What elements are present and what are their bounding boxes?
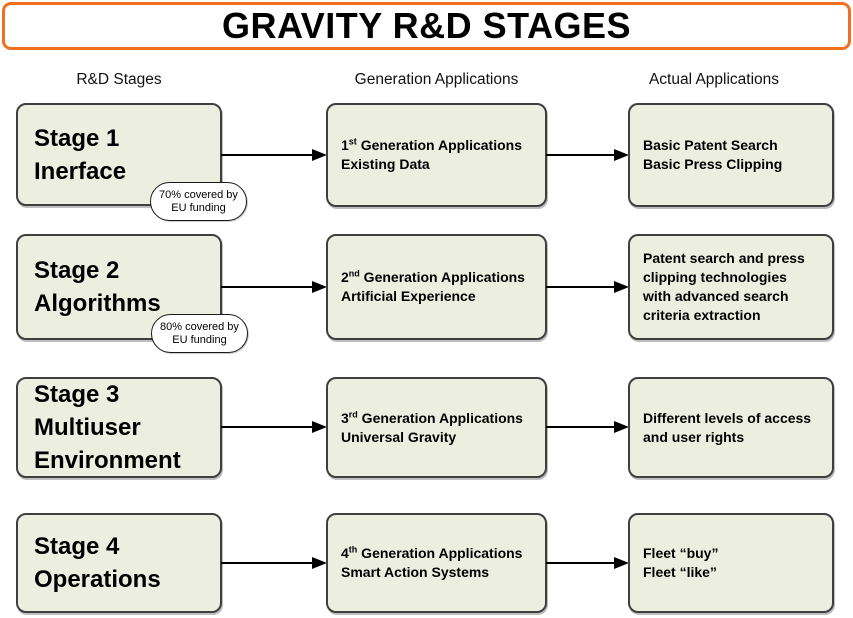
column-header-actual-applications: Actual Applications — [648, 71, 780, 88]
actual-box-1-text: Basic Patent Search Basic Press Clipping — [643, 137, 783, 172]
generation-label: Generation Applications — [356, 137, 522, 153]
arrow-head-icon — [614, 421, 629, 433]
generation-label: Generation Applications — [357, 409, 523, 426]
arrow-shaft — [546, 154, 619, 156]
arrow-head-icon — [614, 281, 629, 293]
generation-box-4: 4th Generation Applications Smart Action… — [326, 513, 547, 613]
ordinal-suffix: rd — [348, 408, 358, 419]
generation-box-1: 1st Generation Applications Existing Dat… — [326, 103, 547, 207]
arrow-head-icon — [312, 149, 327, 161]
ordinal-suffix: th — [348, 544, 358, 555]
funding-badge-stage2: 80% covered by EU funding — [151, 314, 248, 353]
stage-box-4: Stage 4 Operations — [16, 513, 222, 613]
generation-box-3-line2: Universal Gravity — [341, 428, 457, 445]
arrow-stage1-to-generation1 — [221, 149, 327, 161]
arrow-head-icon — [312, 421, 327, 433]
arrow-generation3-to-actual3 — [546, 421, 629, 433]
actual-box-1: Basic Patent Search Basic Press Clipping — [628, 103, 834, 207]
generation-box-1-line1: 1st Generation Applications — [341, 136, 541, 155]
arrow-stage4-to-generation4 — [221, 557, 327, 569]
arrow-shaft — [546, 562, 619, 564]
arrow-shaft — [221, 286, 317, 288]
arrow-generation4-to-actual4 — [546, 557, 629, 569]
arrow-generation2-to-actual2 — [546, 281, 629, 293]
diagram-title: GRAVITY R&D STAGES — [221, 5, 632, 46]
generation-box-3-line1: 3rd Generation Applications — [341, 409, 541, 428]
arrow-stage3-to-generation3 — [221, 421, 327, 433]
actual-box-4-text: Fleet “buy” Fleet “like” — [643, 545, 719, 580]
funding-badge-stage1: 70% covered by EU funding — [150, 182, 247, 221]
ordinal-suffix: st — [348, 136, 357, 147]
column-header-generation-applications: Generation Applications — [354, 71, 519, 88]
actual-box-2-text: Patent search and press clipping technol… — [643, 250, 805, 323]
generation-box-4-line2: Smart Action Systems — [341, 564, 490, 580]
ordinal-number: 1 — [341, 137, 349, 153]
diagram-title-bar: GRAVITY R&D STAGES — [2, 2, 851, 50]
ordinal-number: 3 — [341, 409, 349, 426]
arrow-shaft — [221, 154, 317, 156]
arrow-stage2-to-generation2 — [221, 281, 327, 293]
generation-box-4-line1: 4th Generation Applications — [341, 544, 541, 563]
arrow-head-icon — [614, 149, 629, 161]
stage-box-1: Stage 1 Inerface — [16, 103, 222, 206]
stage-box-3: Stage 3 Multiuser Environment — [16, 377, 222, 478]
arrow-generation1-to-actual1 — [546, 149, 629, 161]
column-header-rd-stages: R&D Stages — [76, 71, 162, 88]
actual-box-2: Patent search and press clipping technol… — [628, 234, 834, 340]
arrow-shaft — [221, 426, 317, 428]
generation-label: Generation Applications — [357, 545, 523, 561]
generation-box-2-line1: 2nd Generation Applications — [341, 268, 541, 287]
ordinal-number: 2 — [341, 269, 349, 285]
arrow-shaft — [221, 562, 317, 564]
actual-box-3-text: Different levels of access and user righ… — [643, 409, 812, 445]
arrow-head-icon — [614, 557, 629, 569]
generation-label: Generation Applications — [359, 269, 525, 285]
generation-box-2-line2: Artificial Experience — [341, 288, 476, 304]
actual-box-4: Fleet “buy” Fleet “like” — [628, 513, 834, 613]
arrow-shaft — [546, 426, 619, 428]
generation-box-2: 2nd Generation Applications Artificial E… — [326, 234, 547, 340]
arrow-shaft — [546, 286, 619, 288]
generation-box-3: 3rd Generation Applications Universal Gr… — [326, 377, 547, 478]
ordinal-number: 4 — [341, 545, 349, 561]
arrow-head-icon — [312, 557, 327, 569]
arrow-head-icon — [312, 281, 327, 293]
generation-box-1-line2: Existing Data — [341, 156, 430, 172]
actual-box-3: Different levels of access and user righ… — [628, 377, 834, 478]
ordinal-suffix: nd — [348, 268, 360, 279]
